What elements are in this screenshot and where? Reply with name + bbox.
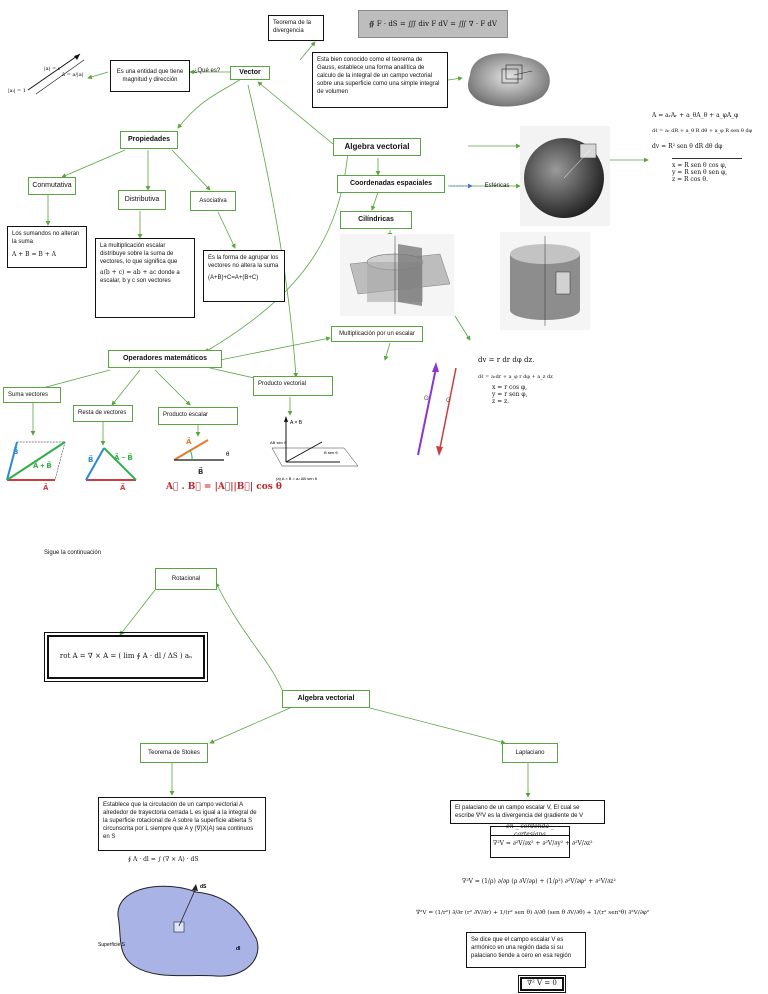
spatial-coordinates-node: Coordenadas espaciales	[337, 175, 445, 193]
svg-text:dS: dS	[200, 884, 207, 890]
properties-node: Propiedades	[120, 131, 178, 149]
svg-text:B⃗: B⃗	[88, 455, 93, 464]
spherical-formula-y: y = R sen θ sen φ,	[672, 169, 728, 176]
algebra-vectorial-node: Algebra vectorial	[333, 138, 421, 156]
cylindrical-formula-x: x = r cos φ,	[492, 384, 528, 391]
svg-text:ʘ: ʘ	[446, 398, 451, 404]
cylindrical-formulas: dv = r dr dφ dz. dℓ = aᵣdr + a_φ r dφ + …	[478, 356, 578, 436]
svg-text:AB sen θ: AB sen θ	[270, 440, 287, 445]
svg-text:θ: θ	[226, 452, 230, 458]
svg-text:A⃗: A⃗	[120, 483, 126, 492]
continue-label: Sigue la continuación	[44, 550, 102, 556]
vector-sub-figure: B⃗ A⃗ − B⃗ A⃗	[85, 447, 137, 492]
divergence-formula-image: ∯ F · dS = ∭ div F dV = ∭ ∇ · F dV	[358, 10, 508, 38]
stokes-formula: ∮ A · dl = ∫ (∇ × A) · dS	[128, 856, 199, 863]
svg-text:|a| = ε: |a| = ε	[44, 66, 61, 72]
associative-description: Es la forma de agrupar los vectores no a…	[203, 250, 285, 302]
divergence-description: Esta bien conocido como el teorema de Ga…	[312, 52, 448, 108]
cylinder-planes-figure	[340, 234, 454, 316]
spherical-formula-z: z = R cos θ.	[672, 176, 708, 183]
stokes-surface-figure: dS dl Superficie S	[98, 884, 259, 977]
spherical-formula-dv: dv = R² sen θ dR dθ dφ	[652, 143, 723, 150]
svg-text:B⃗: B⃗	[198, 467, 203, 476]
distributive-formula: a(b + c) = ab + ac	[100, 269, 157, 277]
vector-definition-figure: |a| = ε â = a/|a| |aᵢ| = 1	[8, 53, 85, 95]
cylindrical-formula-dl: dℓ = aᵣdr + a_φ r dφ + a_z dz	[478, 374, 553, 380]
spherical-label: Esféricas	[484, 182, 510, 189]
laplacian-description: El palaciano de un campo escalar V, El c…	[450, 800, 605, 824]
cylindrical-formula-dv: dv = r dr dφ dz.	[478, 356, 535, 364]
distributive-text-2: donde a escalar, b y c son vectores	[100, 270, 180, 285]
commutative-formula: A + B = B + A	[12, 251, 57, 259]
svg-text:(a) A × B = aₙ AB sen θ: (a) A × B = aₙ AB sen θ	[276, 476, 318, 481]
spherical-formula-vector: A = aᵣAᵣ + a_θA_θ + a_φA_φ	[652, 112, 739, 119]
laplacian-cartesian-formula: ∇²V = ∂²V/∂x² + ∂²V/∂y² + ∂²V/∂z²	[493, 840, 593, 847]
harmonic-formula-box: ∇² V = 0	[518, 975, 566, 993]
harmonic-description: Se dice que el campo escalar V es armóni…	[466, 932, 586, 968]
svg-text:dl: dl	[236, 946, 241, 952]
stokes-description: Establece que la circulación de un campo…	[98, 797, 266, 851]
dot-product-figure: A⃗ B⃗ θ	[173, 437, 230, 476]
distributive-description: La multiplicación escalar distribuye sob…	[95, 238, 195, 318]
dot-product-formula: A⃗ . B⃗ = |A⃗||B⃗| cos θ	[166, 482, 282, 492]
distributive-node: Distributiva	[118, 190, 166, 210]
spherical-formula-dl: dℓ = aᵣ dR + a_θ R dθ + a_φ R sen θ dφ	[652, 128, 753, 134]
commutative-node: Conmutativa	[28, 177, 76, 195]
cylinder-volume-figure	[500, 232, 590, 330]
cylindrical-formula-z: z = z.	[492, 398, 510, 405]
gauss-surface-figure	[468, 53, 550, 107]
laplacian-cartesian-label: en _ cordenda _ cartesiana	[491, 823, 569, 838]
svg-text:B sen θ: B sen θ	[324, 450, 338, 455]
svg-text:A × B: A × B	[290, 420, 303, 426]
distributive-text: La multiplicación escalar distribuye sob…	[100, 243, 178, 266]
stokes-node: Teorema de Stokes	[140, 743, 208, 763]
rotational-formula: rot A = ∇ × A = ( lim ∮ A · dl / ΔS ) aₙ	[59, 652, 193, 661]
svg-text:ʘ: ʘ	[424, 396, 429, 402]
vector-sum-figure: B⃗ A⃗ + B⃗ A⃗	[6, 441, 66, 490]
surface-label: Superficie S	[98, 942, 126, 948]
associative-text: Es la forma de agrupar los vectores no a…	[208, 255, 279, 270]
divergence-title: Teorema de la divergencia	[268, 15, 324, 41]
cylindrical-formula-y: y = r sen φ,	[492, 391, 528, 398]
svg-text:A⃗ + B⃗: A⃗ + B⃗	[33, 461, 52, 470]
laplacian-spherical-formula: ∇²V = (1/r²) ∂/∂r (r² ∂V/∂r) + 1/(r² sen…	[416, 910, 650, 916]
svg-text:B⃗: B⃗	[13, 447, 18, 456]
algebra-vectorial-node-2: Algebra vectorial	[282, 690, 370, 708]
rotational-node: Rotacional	[155, 568, 217, 590]
spherical-formula-x: x = R sen θ cos φ,	[672, 162, 727, 169]
svg-text:|aᵢ| = 1: |aᵢ| = 1	[8, 88, 26, 94]
dot-product-node: Producto escalar	[158, 407, 238, 425]
math-operators-node: Operadores matemáticos	[108, 350, 222, 368]
associative-formula: (A+B)+C=A+(B+C)	[208, 275, 259, 282]
vector-node: Vector	[230, 66, 270, 80]
cross-product-node: Producto vectorial	[253, 376, 333, 396]
svg-text:A⃗ − B⃗: A⃗ − B⃗	[114, 453, 133, 462]
scalar-mult-figure: ʘ ʘ	[417, 362, 457, 456]
vector-sub-node: Resta de vectores	[73, 405, 133, 422]
associative-node: Asociativa	[190, 191, 236, 211]
harmonic-formula: ∇² V = 0	[527, 979, 557, 988]
commutative-text: Los sumandos no alteran la suma	[12, 231, 80, 246]
laplacian-cartesian-box: en _ cordenda _ cartesiana ∇²V = ∂²V/∂x²…	[490, 823, 593, 858]
svg-text:A⃗: A⃗	[43, 483, 49, 490]
laplacian-cylindrical-formula: ∇²V = (1/ρ) ∂/∂ρ (ρ ∂V/∂ρ) + (1/ρ²) ∂²V/…	[462, 878, 616, 885]
svg-text:A⃗: A⃗	[186, 437, 192, 446]
laplacian-node: Laplaciano	[502, 743, 558, 763]
vector-sum-node: Suma vectores	[3, 387, 61, 403]
que-es-label: ¿Qué es?	[193, 67, 221, 74]
divergence-formula: ∯ F · dS = ∭ div F dV = ∭ ∇ · F dV	[369, 20, 497, 28]
rotational-formula-box: rot A = ∇ × A = ( lim ∮ A · dl / ΔS ) aₙ	[44, 632, 208, 682]
spherical-formulas: A = aᵣAᵣ + a_θA_θ + a_φA_φ dℓ = aᵣ dR + …	[652, 112, 764, 212]
scalar-mult-node: Multiplicación por un escalar	[331, 326, 423, 342]
cylindrical-node: Cilíndricas	[340, 211, 412, 229]
svg-text:â = a/|a|: â = a/|a|	[62, 71, 84, 78]
cross-product-figure: A × B AB sen θ B sen θ (a) A × B = aₙ AB…	[270, 416, 359, 481]
commutative-description: Los sumandos no alteran la suma A + B = …	[7, 226, 87, 268]
sphere-figure	[520, 126, 610, 226]
vector-definition: Es una entidad que tiene magnitud y dire…	[110, 60, 190, 92]
